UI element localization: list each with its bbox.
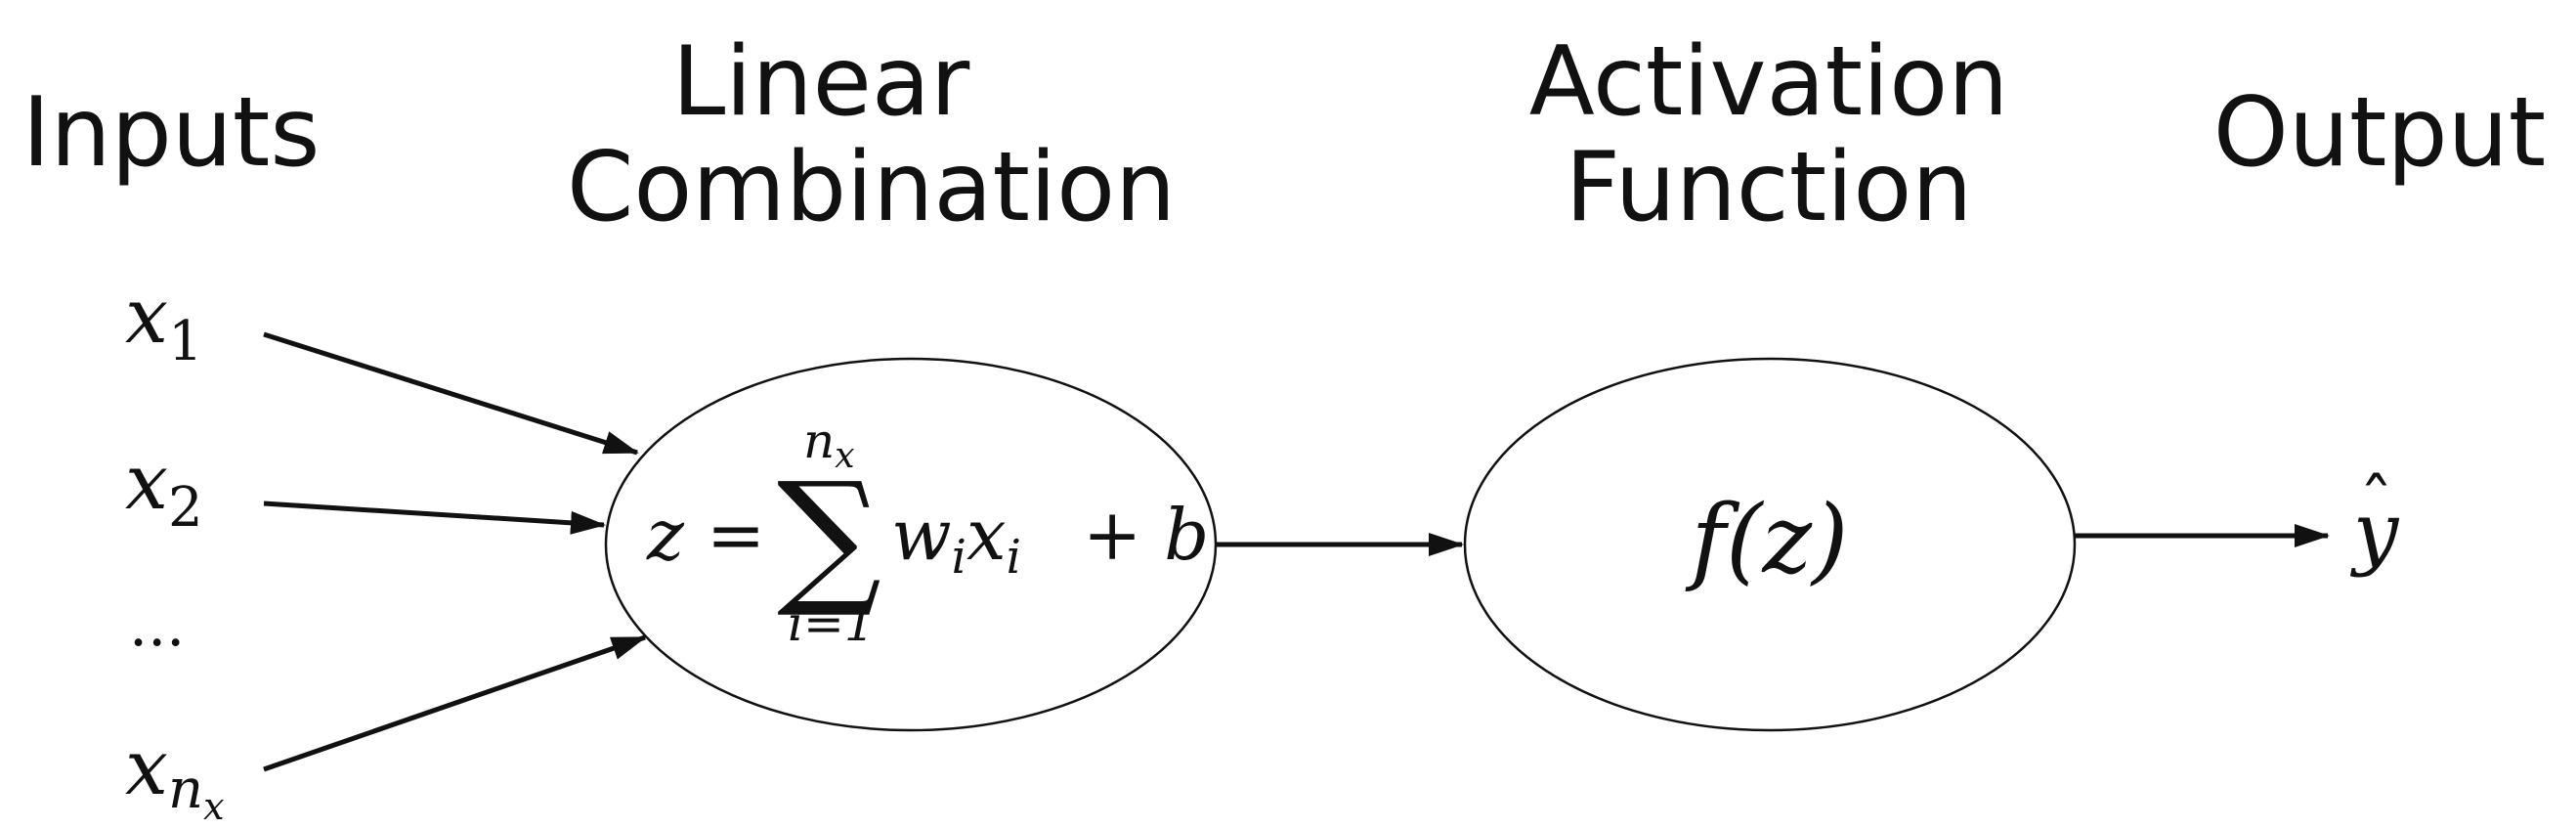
linear-lhs: z = <box>646 494 765 576</box>
heading-output: Output <box>2212 77 2547 189</box>
sum-symbol: ∑ <box>777 452 881 622</box>
input-ellipsis: ... <box>129 591 185 660</box>
linear-term: wixi <box>891 494 1021 585</box>
heading-linear-line1: Linear <box>671 26 970 138</box>
sum-upper-limit: nx <box>803 413 855 476</box>
output-yhat-label: y <box>2349 486 2400 579</box>
output-hat-accent: ˆ <box>2359 464 2393 545</box>
arrow-x1-to-linear <box>263 331 639 456</box>
heading-linear-combination: Linear Combination <box>567 26 1177 243</box>
heading-activation-line2: Function <box>1565 132 1973 243</box>
linear-bias: + b <box>1083 494 1209 576</box>
input-x1-label: x1 <box>125 273 203 373</box>
arrow-x2-to-linear <box>263 501 606 535</box>
input-xn-label: xnx <box>125 724 225 828</box>
sum-lower-limit: i=1 <box>788 595 876 652</box>
heading-linear-line2: Combination <box>567 132 1177 243</box>
arrow-xn-to-linear <box>263 634 647 772</box>
heading-inputs: Inputs <box>21 77 321 189</box>
activation-function-node <box>1463 357 2077 732</box>
heading-activation-function: Activation Function <box>1495 29 2042 240</box>
heading-activation-line1: Activation <box>1528 26 2009 138</box>
activation-label: f(z) <box>1685 485 1848 594</box>
input-x2-label: x2 <box>125 439 203 540</box>
